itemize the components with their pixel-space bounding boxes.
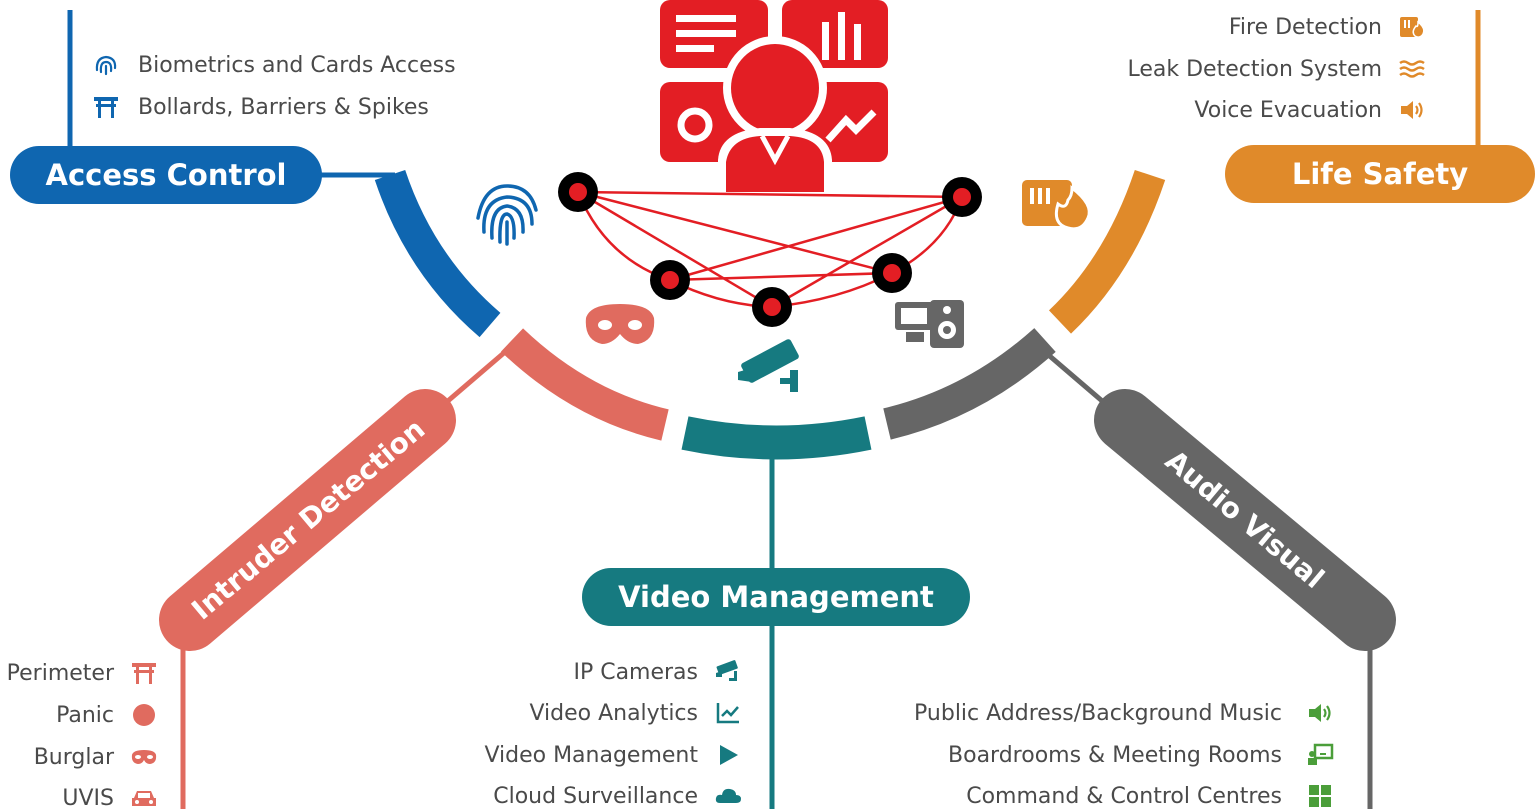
gate-icon (90, 94, 122, 120)
gate-icon (128, 660, 160, 686)
list-item-label: Bollards, Barriers & Spikes (138, 94, 429, 120)
intruder-pill-shape (159, 389, 456, 651)
access-arc-segment (374, 169, 501, 338)
list-item-label: Command & Control Centres (966, 783, 1282, 809)
fingerprint-icon (476, 184, 538, 246)
list-item-label: Boardrooms & Meeting Rooms (948, 742, 1282, 768)
list-item-label: Video Analytics (529, 700, 698, 726)
list-item-label: IP Cameras (573, 659, 698, 685)
play-icon (712, 742, 744, 768)
speaker-icon (1304, 700, 1336, 726)
fire-detector-icon (1396, 14, 1428, 40)
audio-arc-segment (883, 328, 1056, 440)
list-item-label: Leak Detection System (1127, 56, 1382, 82)
list-item-cloud-surveillance[interactable]: Cloud Surveillance (493, 783, 744, 809)
list-item-label: Biometrics and Cards Access (138, 52, 456, 78)
intruder-arc-segment (500, 328, 669, 441)
access-control-title: Access Control (45, 158, 287, 192)
list-item-boardrooms[interactable]: Boardrooms & Meeting Rooms (948, 742, 1336, 768)
list-item-label: Cloud Surveillance (493, 783, 698, 809)
fingerprint-icon (90, 52, 122, 78)
analytics-chart-icon (712, 700, 744, 726)
video-management-pill[interactable]: Video Management (582, 568, 970, 626)
life-safety-pill[interactable]: Life Safety (1225, 145, 1535, 203)
list-item-video-management[interactable]: Video Management (484, 742, 744, 768)
life-arc-segment (1048, 169, 1166, 334)
circle-icon (128, 702, 160, 728)
mask-icon (128, 744, 160, 770)
list-item-label: Fire Detection (1228, 14, 1382, 40)
video-arc-segment (681, 416, 872, 460)
list-item-perimeter[interactable]: Perimeter (7, 660, 160, 686)
list-item-label: Perimeter (6, 660, 114, 686)
list-item-label: UVIS (62, 785, 114, 811)
list-item-label: Video Management (484, 742, 698, 768)
list-item-biometrics[interactable]: Biometrics and Cards Access (90, 52, 456, 78)
car-icon (128, 785, 160, 811)
fire-detector-large-icon (1022, 180, 1091, 231)
list-item-video-analytics[interactable]: Video Analytics (529, 700, 744, 726)
list-item-label: Public Address/Background Music (914, 700, 1282, 726)
list-item-fire-detection[interactable]: Fire Detection (1229, 14, 1428, 40)
list-item-uvis[interactable]: UVIS (62, 785, 160, 811)
speaker-icon (1396, 97, 1428, 123)
grid-icon (1304, 783, 1336, 809)
life-safety-title: Life Safety (1291, 157, 1469, 191)
list-item-public-address[interactable]: Public Address/Background Music (914, 700, 1336, 726)
list-item-voice-evacuation[interactable]: Voice Evacuation (1194, 97, 1428, 123)
list-item-burglar[interactable]: Burglar (34, 744, 160, 770)
mask-icon (585, 304, 655, 344)
network-nodes (558, 172, 982, 327)
av-computer-speaker-icon (895, 300, 964, 348)
water-waves-icon (1396, 56, 1428, 82)
list-item-label: Panic (56, 702, 114, 728)
list-item-bollards[interactable]: Bollards, Barriers & Spikes (90, 94, 429, 120)
cctv-icon (738, 339, 799, 392)
list-item-ip-cameras[interactable]: IP Cameras (573, 659, 744, 685)
access-control-pill[interactable]: Access Control (10, 146, 322, 204)
dashboard-user-icon (660, 0, 888, 192)
presentation-icon (1304, 742, 1336, 768)
list-item-command-control[interactable]: Command & Control Centres (966, 783, 1336, 809)
audio-pill-shape (1094, 389, 1396, 651)
cloud-icon (712, 783, 744, 809)
list-item-label: Burglar (33, 744, 114, 770)
video-management-title: Video Management (618, 580, 934, 614)
list-item-panic[interactable]: Panic (56, 702, 160, 728)
list-item-label: Voice Evacuation (1194, 97, 1382, 123)
cctv-icon (712, 659, 744, 685)
list-item-leak-detection[interactable]: Leak Detection System (1127, 56, 1428, 82)
